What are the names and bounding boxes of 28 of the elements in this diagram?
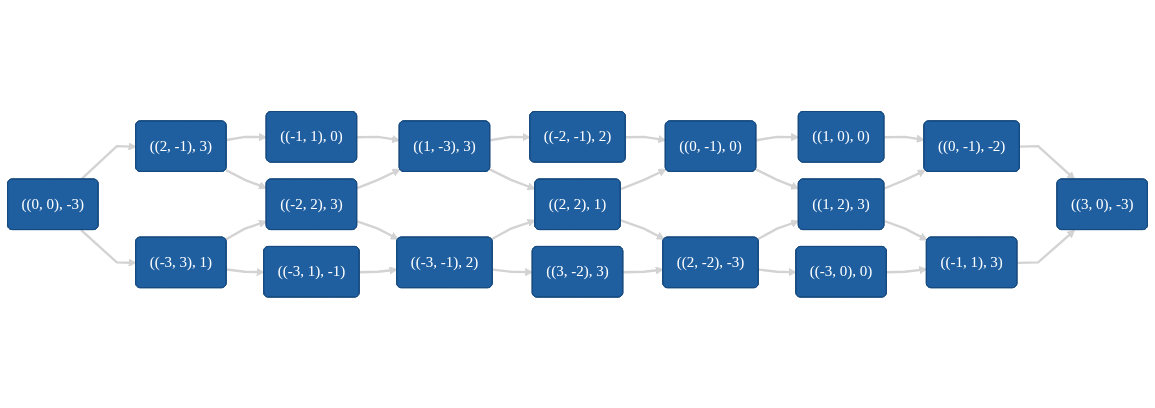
arrow: [883, 219, 928, 241]
arrow: [356, 168, 401, 189]
arrow: [758, 267, 797, 276]
arrow: [226, 267, 265, 276]
arrow: [623, 266, 664, 275]
arrow: [620, 168, 667, 190]
arrow: [620, 219, 665, 240]
arrow: [225, 168, 267, 190]
arrow: [755, 168, 800, 190]
arrow: [1017, 229, 1076, 264]
arrow: [489, 168, 536, 190]
arrow: [490, 132, 531, 142]
arrow: [625, 134, 667, 143]
arrow: [225, 219, 267, 241]
arrow: [80, 228, 137, 267]
arrow: [756, 132, 800, 142]
arrow: [226, 132, 267, 141]
arrow: [492, 267, 534, 276]
arrow: [757, 219, 800, 240]
arrow: [359, 266, 398, 275]
arrow: [1019, 144, 1076, 180]
arrow: [357, 134, 400, 143]
arrow: [886, 265, 928, 274]
arrow: [883, 169, 926, 190]
arrow: [80, 142, 137, 180]
arrow: [884, 134, 925, 143]
arrow: [356, 219, 399, 240]
arrow: [491, 218, 536, 240]
